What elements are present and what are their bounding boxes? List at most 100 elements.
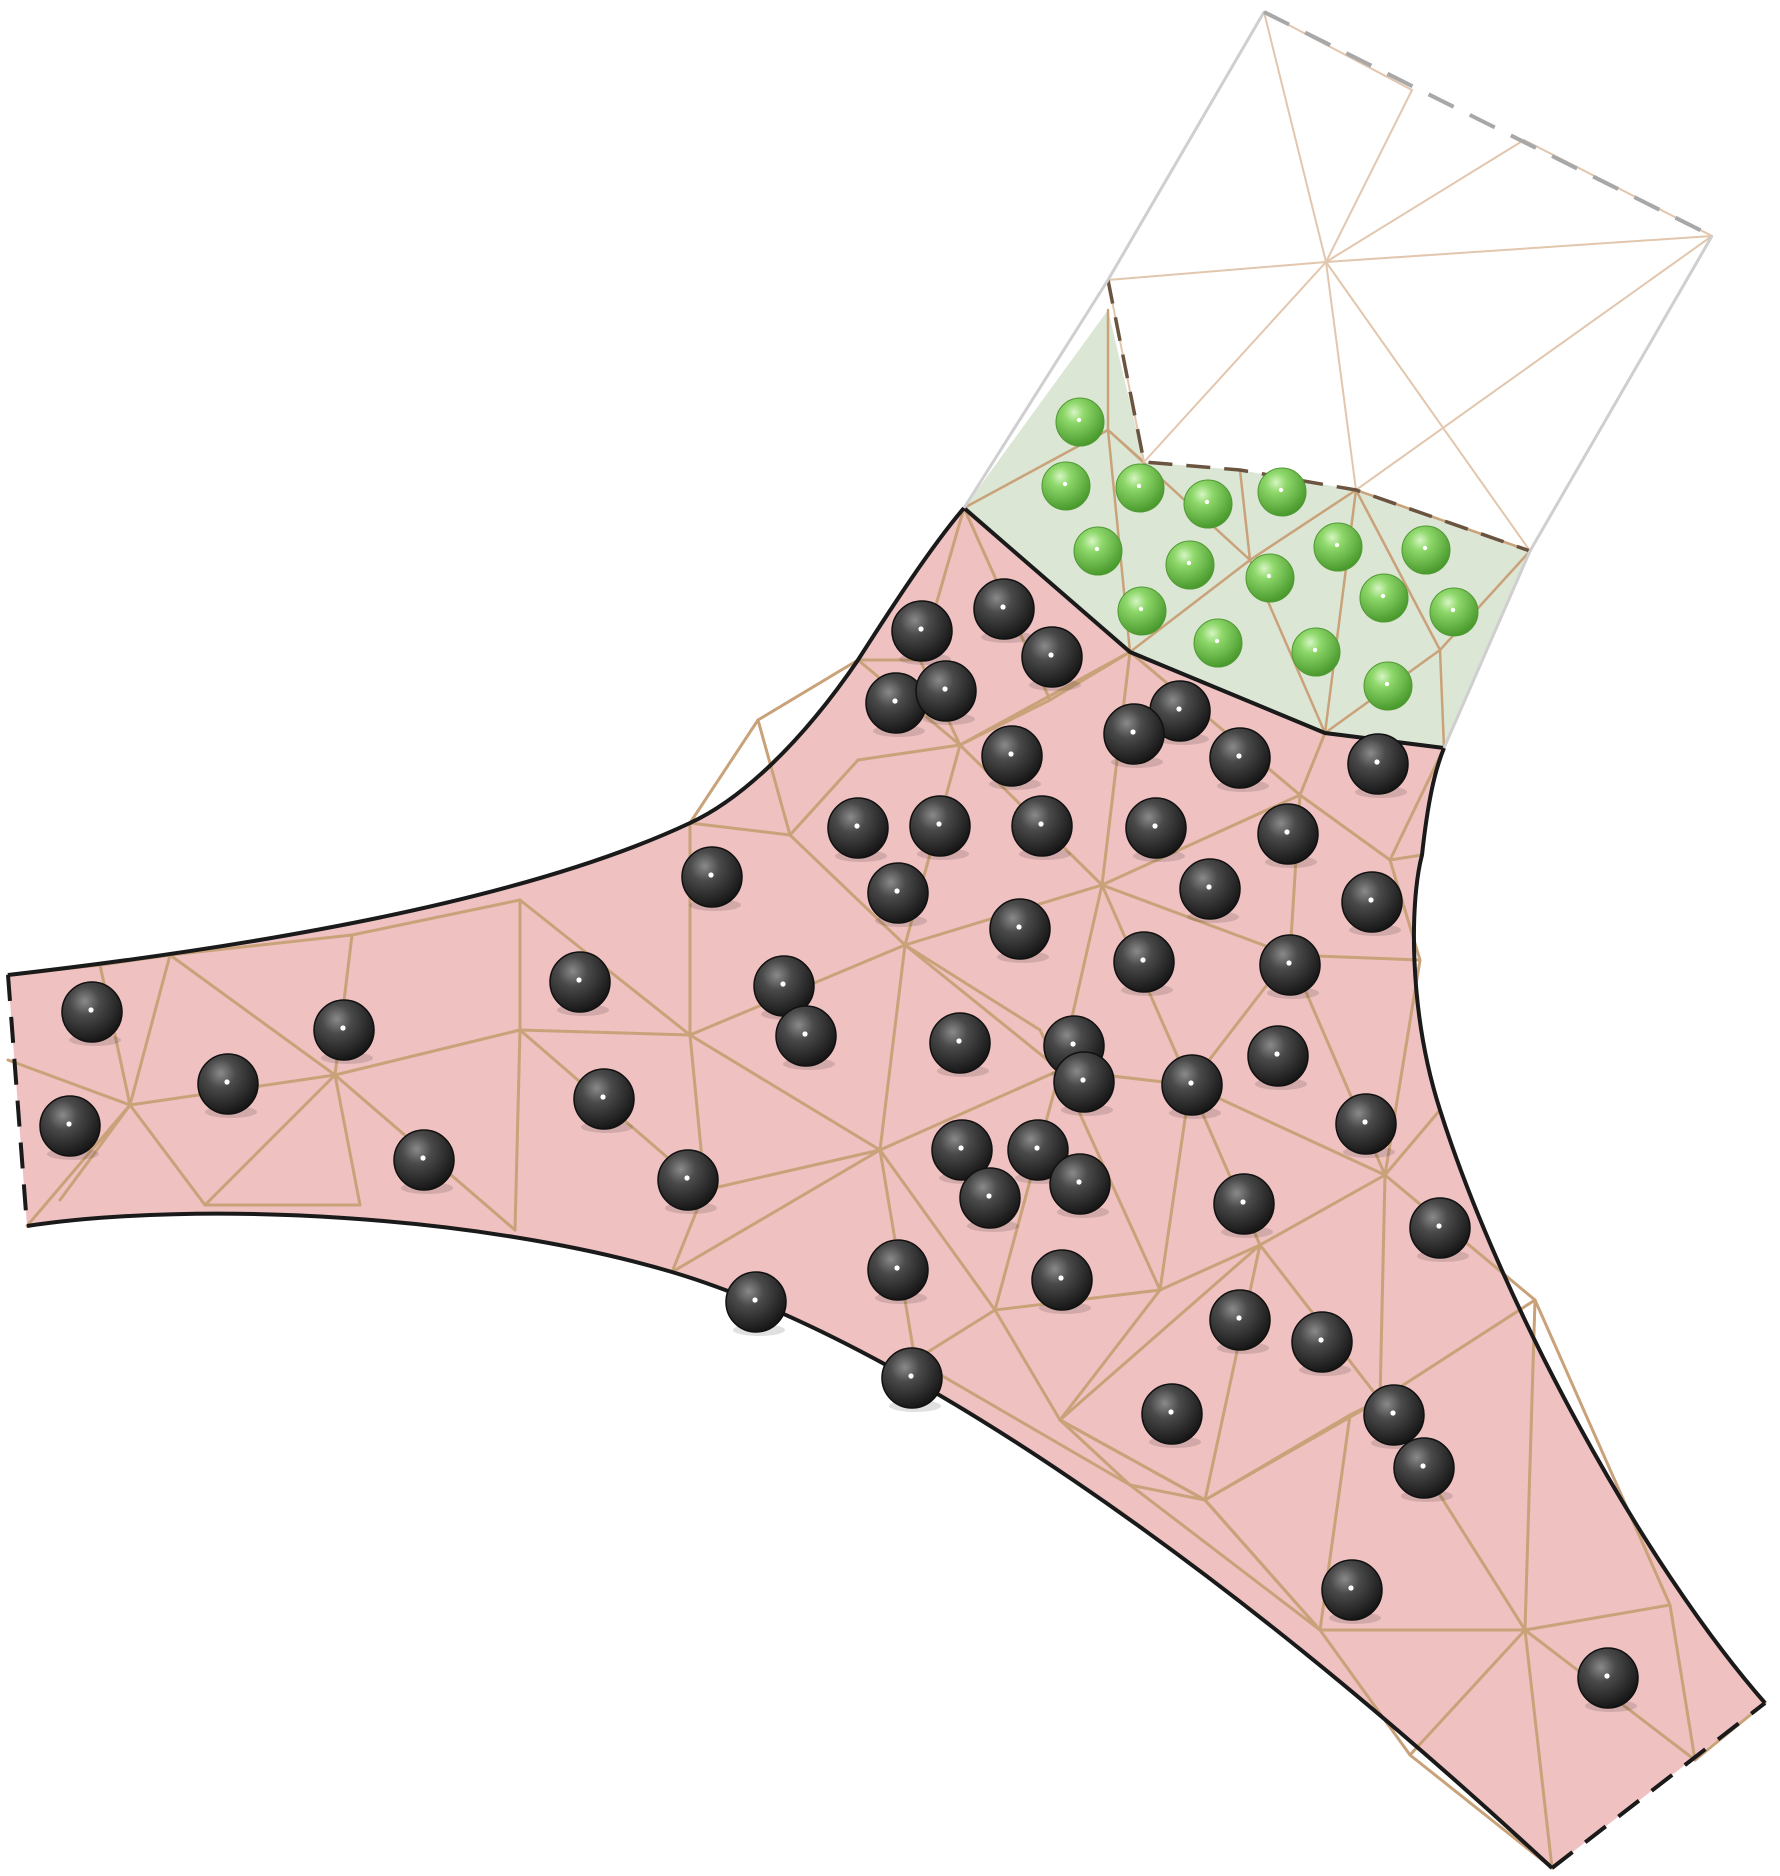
particle-dark-55 [881,1347,943,1412]
mesh-edge-main-49 [903,943,1062,1072]
particle-dark-33 [929,1012,991,1077]
particle-dark-6 [1149,680,1211,745]
mesh-edge-main-30 [788,833,907,947]
particle-dark-highlight [1034,1145,1040,1151]
mesh-edge-empty-11 [1355,235,1713,491]
mesh-edge-buffer-14 [1438,648,1446,750]
particle-dark-45 [1031,1249,1093,1314]
particle-dark-25 [775,1005,837,1070]
mesh-edge-main-96 [1668,1603,1697,1762]
mesh-edge-main-89 [1203,1498,1322,1632]
mesh-edge-main-36 [913,1308,997,1362]
particle-dark-highlight [340,1025,346,1031]
mesh-edge-main-45 [1100,650,1132,887]
particle-dark-highlight [684,1175,690,1181]
particle-dark-26 [61,981,123,1046]
particle-green-1 [1055,397,1105,447]
particle-dark-highlight [802,1031,808,1037]
mesh-edge-main-43 [958,650,1132,747]
particle-dark-highlight [88,1007,94,1013]
particle-dark-35 [1335,1093,1397,1158]
particle-green-highlight [1186,560,1192,566]
particle-green-sphere [1245,553,1295,603]
particle-green-sphere [1115,463,1165,513]
particle-green-highlight [1076,417,1082,423]
particle-dark-19 [989,898,1051,963]
mesh-edge-main-53 [1158,1083,1192,1292]
particle-dark-32 [1053,1051,1115,1116]
particle-green-highlight [1278,487,1284,493]
particle-green-sphere [1183,479,1233,529]
mesh-edge-main-114 [788,758,860,837]
particle-dark-10 [1347,733,1409,798]
mesh-edge-main-106 [903,943,1042,1032]
mesh-edge-empty-4 [1325,89,1413,263]
mesh-edge-main-22 [518,1028,692,1037]
particle-green-sphere [1165,540,1215,590]
particle-dark-highlight [1188,1080,1194,1086]
particle-green-4 [1183,479,1233,529]
mesh-edge-buffer-5 [1128,558,1252,654]
mesh-edge-main-33 [670,1148,882,1274]
mesh-edge-main-37 [878,943,907,1152]
particle-green-9 [1313,522,1363,572]
particle-dark-53 [1049,1153,1111,1218]
particle-dark-highlight [1008,751,1014,757]
particle-dark-highlight [1604,1673,1610,1679]
empty-side-right [1528,235,1714,552]
mesh-edge-main-31 [688,1033,882,1152]
particle-dark-27 [197,1053,259,1118]
particle-dark-37 [393,1129,455,1194]
mesh-edge-main-68 [1188,1083,1387,1177]
particle-dark-highlight [1000,604,1006,610]
mesh-edge-buffer-11 [1354,488,1442,652]
boundaries-layer [6,10,1767,1870]
particle-green-sphere [1363,661,1413,711]
particle-dark-highlight [854,823,860,829]
particle-green-sphere [1313,522,1363,572]
particle-green-sphere [1073,526,1123,576]
mesh-edge-main-74 [1058,1288,1162,1422]
particle-green-highlight [1138,606,1144,612]
mesh-edge-main-75 [1058,1243,1262,1422]
particle-dark-46 [1209,1289,1271,1354]
particle-green-15 [1291,627,1341,677]
mesh-edge-main-61 [1388,853,1424,862]
particle-dark-highlight [1080,1077,1086,1083]
mesh-edge-main-82 [1378,1298,1537,1402]
mesh-edge-main-115 [856,743,962,762]
particle-green-5 [1257,467,1307,517]
mesh-edge-main-60 [1388,746,1446,862]
particle-dark-highlight [1348,1585,1354,1591]
mesh-edge-empty-10 [1325,261,1531,552]
particle-dark-34 [573,1068,635,1133]
mesh-edge-empty-2 [1325,235,1713,263]
particle-dark-highlight [780,981,786,987]
particle-dark-highlight [1176,706,1182,712]
empty-domain-region [1108,12,1712,551]
particle-green-16 [1363,661,1413,711]
mesh-edge-main-99 [1408,1753,1554,1870]
mesh-edge-main-84 [1203,1413,1352,1502]
particle-dark-52 [1291,1311,1353,1376]
particle-green-12 [1429,587,1479,637]
particle-dark-highlight [1058,1275,1064,1281]
mesh-edge-main-109 [756,658,860,722]
particle-green-sphere [1117,586,1167,636]
particle-dark-highlight [1274,1051,1280,1057]
mesh-edge-main-72 [1258,1173,1387,1247]
particle-dark-highlight [958,1145,964,1151]
particle-dark-highlight [894,1265,900,1271]
particle-dark-36 [39,1095,101,1160]
mesh-edge-main-56 [1100,793,1302,887]
particle-dark-44 [867,1239,929,1304]
mesh-edge-main-81 [1378,1173,1387,1402]
particle-dark-highlight [1130,729,1136,735]
particle-dark-highlight [1318,1337,1324,1343]
particle-dark-highlight [986,1193,992,1199]
particle-dark-49 [1393,1437,1455,1502]
mesh-edge-main-58 [1298,731,1327,797]
particle-dark-highlight [1016,924,1022,930]
regions-layer [8,12,1765,1868]
